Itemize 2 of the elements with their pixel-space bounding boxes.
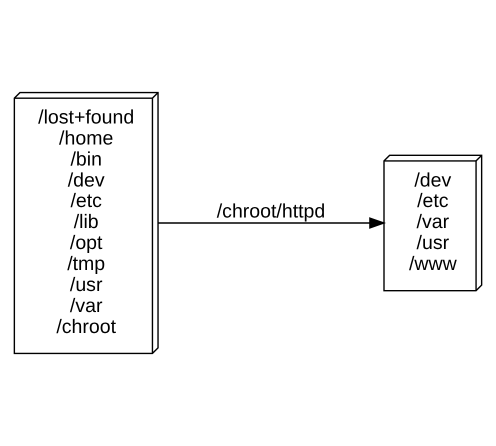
arrow xyxy=(158,217,386,229)
edge-label: /chroot/httpd xyxy=(216,200,326,223)
